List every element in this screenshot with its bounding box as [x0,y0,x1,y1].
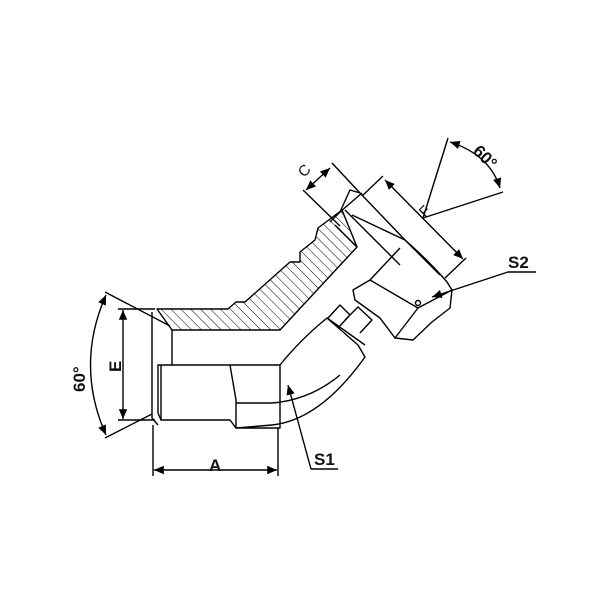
angle-right-label: 60° [469,141,501,173]
angle-right-arc [449,141,502,189]
dim-c-label: C [295,161,315,181]
male-thread [157,364,237,429]
angle-left-label: 60° [70,366,89,392]
angle-right-ray-1 [422,137,449,219]
dim-a-label: A [209,456,221,475]
s2-leader [431,271,536,298]
dim-f-label: F [416,202,435,221]
dim-e-label: E [106,361,125,372]
angle-left-arc [89,294,107,436]
s1-label: S1 [314,450,335,469]
shoulder-blocks [326,304,373,346]
dim-c-line [305,167,331,191]
angle-left-ray-bottom [104,413,153,439]
dim-f-ext-top [361,175,384,197]
angle-right-ray-2 [422,191,504,219]
left-face [151,312,159,426]
dim-c-ext2 [331,162,361,194]
nut-center-mark [414,299,422,307]
angle-left-ray-top [104,291,171,327]
hex-body-s1 [230,317,366,429]
dim-f-line [384,179,464,260]
s1-leader [286,384,338,470]
hatched-section [156,209,358,331]
dim-f-ext-bottom [444,257,467,279]
s2-label: S2 [508,253,529,272]
dim-c-ext [302,189,341,227]
